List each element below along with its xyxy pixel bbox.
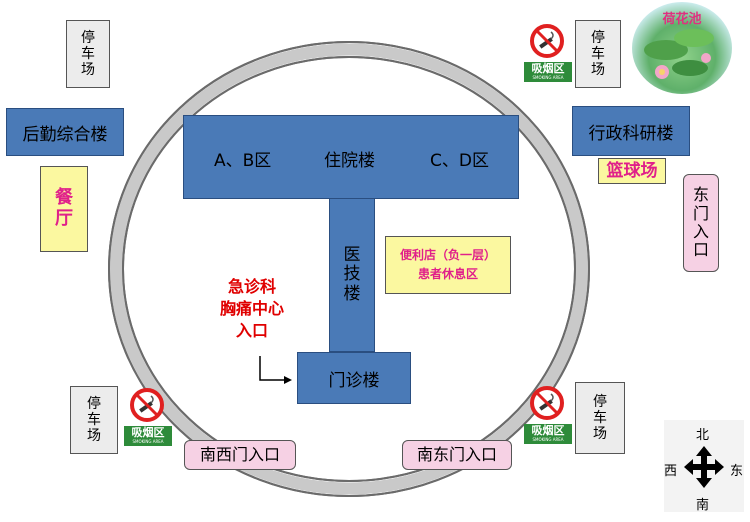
- emergency-arrow-icon: [259, 356, 292, 384]
- emergency-line-3: 入口: [235, 321, 268, 340]
- east-gate-char-1: 东: [692, 185, 709, 205]
- parking-char-1: 停: [87, 395, 101, 412]
- south-west-gate-label: 南西门入口: [199, 445, 280, 464]
- parking-lot-south-west[interactable]: 停 车 场: [70, 386, 118, 454]
- inpatient-label-ab: A、B区: [214, 151, 272, 171]
- parking-lot-north-west[interactable]: 停 车 场: [66, 20, 110, 88]
- south-west-gate[interactable]: 南西门入口: [184, 440, 296, 470]
- no-smoking-icon: [530, 386, 564, 420]
- admin-building[interactable]: 行政科研楼: [572, 106, 690, 156]
- outpatient-building[interactable]: 门诊楼: [297, 352, 411, 404]
- parking-char-1: 停: [593, 393, 607, 410]
- store-label: 便利店（负一层）: [399, 248, 496, 262]
- east-gate-char-4: 口: [692, 240, 709, 260]
- compass: 北 南 西 东: [664, 420, 744, 513]
- tech-char-2: 技: [343, 264, 361, 285]
- compass-west: 西: [664, 464, 678, 479]
- parking-char-1: 停: [591, 29, 605, 46]
- parking-char-3: 场: [87, 428, 101, 445]
- basketball-label: 篮球场: [606, 161, 658, 181]
- inpatient-label-cd: C、D区: [430, 151, 489, 171]
- tech-char-1: 医: [343, 244, 361, 265]
- no-smoking-icon: [130, 388, 164, 422]
- canteen-char-1: 餐: [55, 187, 73, 209]
- parking-char-3: 场: [591, 62, 605, 79]
- rest-area-label: 患者休息区: [417, 267, 478, 281]
- inpatient-building[interactable]: A、B区 住院楼 C、D区: [183, 115, 519, 199]
- parking-char-2: 车: [591, 45, 605, 62]
- parking-char-2: 车: [593, 409, 607, 426]
- lotus-pond-illustration: [644, 29, 714, 79]
- basketball-court[interactable]: 篮球场: [598, 158, 666, 184]
- no-smoking-icon: [530, 24, 564, 58]
- east-gate-char-3: 入: [692, 222, 709, 241]
- parking-lot-south-east[interactable]: 停 车 场: [575, 382, 625, 454]
- lotus-pond-label: 荷花池: [662, 12, 702, 27]
- emergency-line-1: 急诊科: [227, 277, 276, 296]
- parking-char-2: 车: [87, 411, 101, 428]
- east-gate[interactable]: 东 门 入 口: [683, 174, 719, 272]
- parking-char-2: 车: [81, 45, 95, 62]
- canteen[interactable]: 餐 厅: [40, 166, 88, 252]
- inpatient-label: 住院楼: [324, 151, 375, 171]
- convenience-store[interactable]: 便利店（负一层） 患者休息区: [385, 236, 511, 294]
- emergency-line-2: 胸痛中心: [219, 299, 284, 318]
- medical-tech-building[interactable]: 医 技 楼: [329, 198, 375, 352]
- canteen-char-2: 厅: [55, 208, 73, 229]
- lotus-pond[interactable]: 荷花池: [632, 2, 732, 94]
- parking-lot-north-east[interactable]: 停 车 场: [575, 20, 621, 88]
- outpatient-label: 门诊楼: [328, 370, 380, 391]
- parking-char-1: 停: [81, 29, 95, 46]
- south-east-gate[interactable]: 南东门入口: [402, 440, 512, 470]
- tech-char-3: 楼: [343, 283, 361, 304]
- logistics-building[interactable]: 后勤综合楼: [6, 108, 124, 156]
- logistics-label: 后勤综合楼: [22, 124, 108, 145]
- parking-char-3: 场: [81, 62, 95, 79]
- compass-north: 北: [696, 428, 710, 443]
- compass-south: 南: [696, 498, 710, 513]
- parking-char-3: 场: [593, 426, 607, 443]
- east-gate-char-2: 门: [692, 203, 709, 223]
- compass-east: 东: [730, 464, 744, 479]
- emergency-entrance-label: 急诊科 胸痛中心 入口: [204, 276, 300, 342]
- admin-label: 行政科研楼: [588, 123, 674, 144]
- compass-arrows-icon: [684, 446, 724, 488]
- south-east-gate-label: 南东门入口: [416, 445, 497, 464]
